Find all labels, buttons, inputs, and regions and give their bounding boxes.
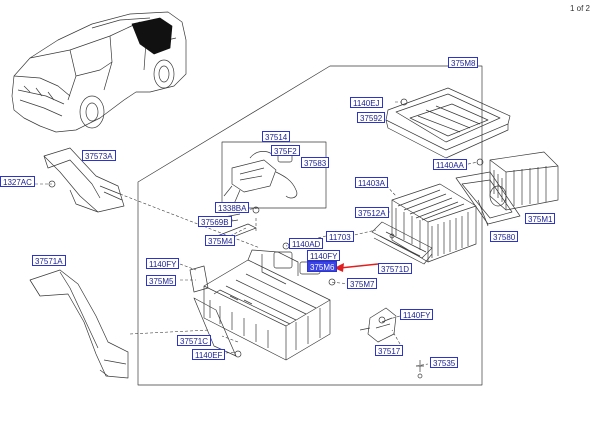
callout-11403a[interactable]: 11403A bbox=[355, 177, 388, 188]
battery-module bbox=[391, 183, 477, 263]
busbar-tray bbox=[371, 221, 433, 265]
callout-37512a[interactable]: 37512A bbox=[355, 207, 389, 218]
callout-375m5[interactable]: 375M5 bbox=[146, 275, 177, 286]
callout-37571d[interactable]: 37571D bbox=[378, 263, 413, 274]
callout-1140fy-lower[interactable]: 1140FY bbox=[400, 309, 434, 320]
callout-37514[interactable]: 37514 bbox=[262, 131, 291, 142]
callout-375m1[interactable]: 375M1 bbox=[525, 213, 556, 224]
battery-location-marker bbox=[131, 17, 173, 55]
assembly-frame bbox=[137, 65, 483, 386]
callout-1338ba[interactable]: 1338BA bbox=[215, 202, 250, 213]
connector-assembly bbox=[359, 307, 397, 343]
callout-37592[interactable]: 37592 bbox=[357, 112, 386, 123]
callout-375m8[interactable]: 375M8 bbox=[448, 57, 479, 68]
upper-cover bbox=[385, 87, 511, 159]
callout-37571c[interactable]: 37571C bbox=[177, 335, 212, 346]
callout-11703[interactable]: 11703 bbox=[326, 231, 354, 242]
air-duct-lower bbox=[29, 269, 129, 379]
callout-1140aa[interactable]: 1140AA bbox=[433, 159, 467, 170]
callout-375f2[interactable]: 375F2 bbox=[271, 145, 300, 156]
callout-37573a[interactable]: 37573A bbox=[82, 150, 116, 161]
callout-37583[interactable]: 37583 bbox=[301, 157, 330, 168]
callout-1140ad[interactable]: 1140AD bbox=[289, 238, 324, 249]
fasteners bbox=[48, 98, 484, 379]
callout-37569b[interactable]: 37569B bbox=[198, 216, 232, 227]
callout-37571a[interactable]: 37571A bbox=[32, 255, 66, 266]
highlight-arrow bbox=[334, 263, 379, 272]
wiring-harness bbox=[197, 151, 298, 243]
callout-37580[interactable]: 37580 bbox=[490, 231, 519, 242]
air-duct-upper bbox=[43, 147, 125, 213]
callout-1140ef[interactable]: 1140EF bbox=[192, 349, 226, 360]
callout-1140fy-right[interactable]: 1140FY bbox=[307, 250, 341, 261]
callout-1140ej[interactable]: 1140EJ bbox=[350, 97, 383, 108]
callout-37517[interactable]: 37517 bbox=[375, 345, 404, 356]
callout-1140fy-left[interactable]: 1140FY bbox=[146, 258, 180, 269]
cell-module-right bbox=[455, 151, 559, 227]
callout-375m7[interactable]: 375M7 bbox=[347, 278, 378, 289]
page-indicator: 1 of 2 bbox=[569, 4, 590, 13]
callout-37535[interactable]: 37535 bbox=[430, 357, 459, 368]
callout-1327ac[interactable]: 1327AC bbox=[0, 176, 35, 187]
wiring-sub-frame bbox=[221, 141, 327, 209]
callout-375m4[interactable]: 375M4 bbox=[205, 235, 236, 246]
callout-375m6[interactable]: 375M6 bbox=[307, 261, 338, 272]
